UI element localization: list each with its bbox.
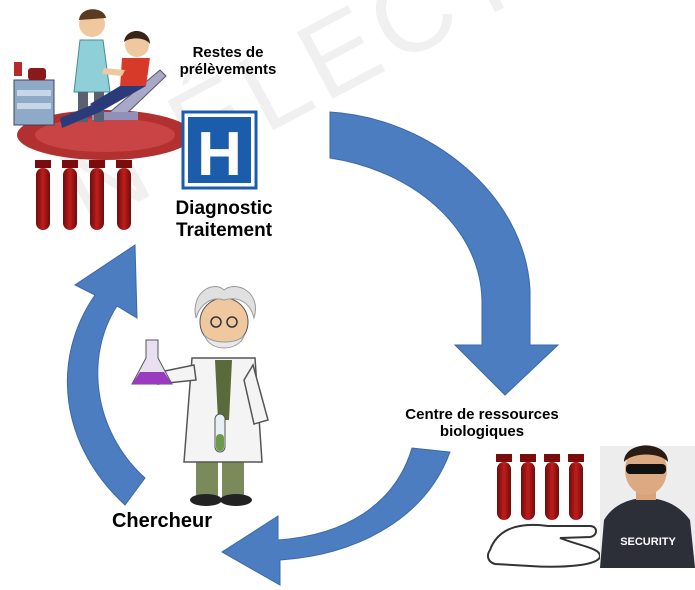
label-restes-line2: prélèvements (179, 61, 277, 79)
scientist-illustration (131, 286, 269, 506)
security-text: SECURITY (620, 536, 676, 548)
label-diag-line1: Diagnostic (175, 198, 273, 219)
blood-draw-illustration (13, 9, 193, 160)
arrow-to-biobank (329, 111, 560, 396)
label-restes-prelevements: Restes de prélèvements (168, 44, 288, 79)
label-centre-line1: Centre de ressources (405, 406, 559, 423)
label-centre-line2: biologiques (439, 423, 525, 441)
label-diagnostic-traitement: Diagnostic Traitement (158, 198, 290, 242)
security-guard-illustration: SECURITY (600, 445, 695, 568)
blood-tubes-biobank (496, 454, 584, 520)
hospital-sign-icon: H (181, 110, 258, 190)
hospital-letter: H (197, 120, 242, 189)
label-restes-line1: Restes de (192, 44, 264, 61)
label-diag-line2: Traitement (175, 219, 273, 241)
label-chercheur: Chercheur (111, 510, 213, 532)
arrow-to-researcher (221, 447, 451, 586)
arrow-to-patient (67, 244, 146, 506)
label-centre-ressources: Centre de ressources biologiques (382, 406, 582, 441)
blood-tubes-top (35, 160, 132, 230)
hand-icon (486, 523, 602, 568)
